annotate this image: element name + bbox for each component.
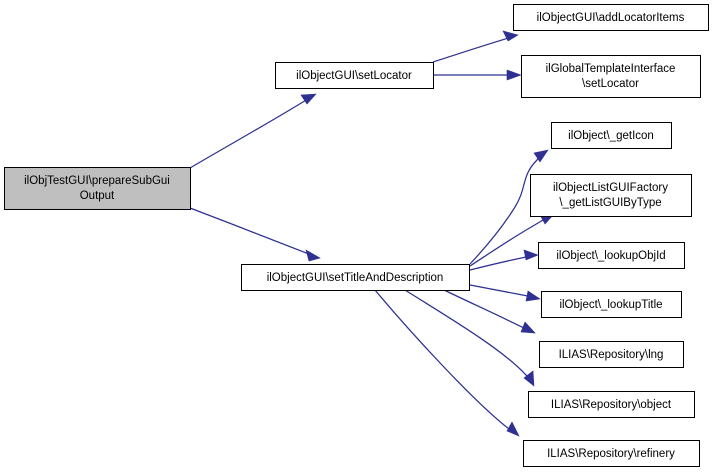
graph-node-addLocatorItems[interactable]: ilObjectGUI\addLocatorItems [513,4,709,31]
call-edge [189,93,317,169]
edge-line [469,216,549,267]
node-label: ilObject\_getIcon [568,130,654,142]
node-box[interactable] [275,62,434,89]
graph-node-setLocator[interactable]: ilObjectGUI\setLocator [275,62,434,89]
arrowhead-icon [305,249,321,262]
node-label-line1: ilObjTestGUI\prepareSubGui [24,175,170,187]
graph-node-repositoryLng[interactable]: ILIAS\Repository\lng [539,341,684,368]
node-label: ilObject\_lookupTitle [559,299,662,311]
arrowhead-icon [506,421,520,437]
node-box[interactable] [241,264,470,291]
node-box[interactable] [538,242,685,269]
edges-layer [189,30,555,437]
arrowhead-icon [523,370,535,387]
arrowhead-icon [300,93,317,105]
edge-line [404,289,531,381]
node-box[interactable] [523,440,700,467]
arrowhead-icon [520,321,536,334]
node-label: ILIAS\Repository\object [551,399,672,411]
arrowhead-icon [506,69,522,81]
call-edge [432,30,519,63]
node-label-line1: ilGlobalTemplateInterface [546,63,676,75]
node-label-line1: ilObjectListGUIFactory [553,182,668,194]
graph-node-getListGUIByType[interactable]: ilObjectListGUIFactory \_getListGUIByType [530,174,692,217]
edge-line [443,289,529,331]
node-label: ilObjectGUI\setLocator [296,70,412,82]
arrowhead-icon [533,149,549,163]
call-edge [189,207,321,262]
node-box[interactable] [528,391,695,418]
graph-node-globalTemplateSetLocator[interactable]: ilGlobalTemplateInterface \setLocator [521,55,701,98]
graph-node-lookupObjId[interactable]: ilObject\_lookupObjId [538,242,685,269]
arrowhead-icon [525,290,541,302]
node-label: ilObjectGUI\setTitleAndDescription [267,272,444,284]
node-label: ILIAS\Repository\refinery [547,448,675,460]
node-label: ilObjectGUI\addLocatorItems [537,12,685,24]
node-box[interactable] [4,167,191,210]
edge-line [469,284,534,298]
node-box[interactable] [551,122,672,149]
node-box[interactable] [521,55,701,98]
edge-line [189,207,315,257]
node-label: ILIAS\Repository\lng [559,349,664,361]
graph-node-repositoryRefinery[interactable]: ILIAS\Repository\refinery [523,440,700,467]
call-edge [433,69,522,81]
call-edge [374,289,520,437]
node-label-line2: Output [80,190,115,202]
graph-node-getIcon[interactable]: ilObject\_getIcon [551,122,672,149]
call-edge [469,249,539,271]
edge-line [432,36,513,63]
call-edge [469,149,549,265]
node-box[interactable] [539,341,684,368]
graph-node-setTitleAndDescription[interactable]: ilObjectGUI\setTitleAndDescription [241,264,470,291]
node-label-line2: \setLocator [582,78,639,90]
node-box[interactable] [541,291,682,318]
arrowhead-icon [502,30,519,42]
edge-line [374,289,514,433]
node-label-line2: \_getListGUIByType [559,197,661,209]
node-label: ilObject\_lookupObjId [556,250,665,262]
node-box[interactable] [530,174,692,217]
edge-line [469,255,532,271]
edge-line [189,96,312,169]
call-edge [443,289,536,334]
graph-node-lookupTitle[interactable]: ilObject\_lookupTitle [541,291,682,318]
node-box[interactable] [513,4,709,31]
call-edge [469,284,541,302]
arrowhead-icon [523,249,539,261]
graph-node-repositoryObject[interactable]: ILIAS\Repository\object [528,391,695,418]
call-edge [404,289,535,387]
